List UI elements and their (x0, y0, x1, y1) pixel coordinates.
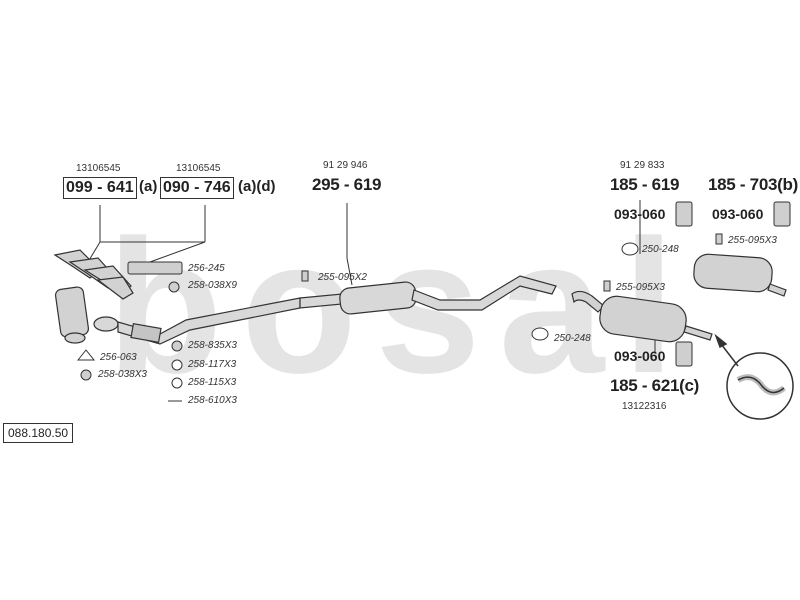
small-part-label[interactable]: 250-248 (554, 333, 591, 344)
diagram-reference: 088.180.50 (3, 423, 74, 443)
oem-number: 13122316 (622, 401, 667, 412)
part-number-box[interactable]: 090 - 746 (160, 177, 234, 199)
part-suffix: (a) (139, 178, 158, 195)
oem-number: 13106545 (176, 163, 221, 174)
part-number-box[interactable]: 099 - 641 (63, 177, 137, 199)
front-pipe (93, 297, 301, 345)
rear-silencer-185-621 (571, 290, 713, 343)
small-part-label[interactable]: 255-095X3 (728, 235, 777, 246)
oem-number: 91 29 946 (323, 160, 368, 171)
part-number[interactable]: 295 - 619 (312, 175, 382, 194)
part-number[interactable]: 185 - 703(b) (708, 175, 798, 194)
part-number[interactable]: 185 - 619 (610, 175, 680, 194)
center-pipe (299, 275, 557, 315)
small-part-label[interactable]: 258-610X3 (188, 395, 237, 406)
small-part-label[interactable]: 258-115X3 (188, 377, 237, 388)
oem-number: 13106545 (76, 163, 121, 174)
small-part-label[interactable]: 256-063 (100, 352, 137, 363)
small-part-label[interactable]: 258-117X3 (188, 359, 237, 370)
oem-number: 91 29 833 (620, 160, 665, 171)
small-part-label[interactable]: 255-095X3 (616, 282, 665, 293)
small-part-label[interactable]: 258-835X3 (188, 340, 237, 351)
part-number[interactable]: 185 - 621(c) (610, 376, 700, 395)
sub-part-number[interactable]: 093-060 (614, 206, 666, 222)
small-part-label[interactable]: 258-038X9 (188, 280, 237, 291)
small-part-label[interactable]: 258-038X3 (98, 369, 147, 380)
sub-part-number[interactable]: 093-060 (614, 348, 666, 364)
small-part-label[interactable]: 256-245 (188, 263, 225, 274)
sub-part-number[interactable]: 093-060 (712, 206, 764, 222)
detail-callout (714, 333, 794, 420)
part-suffix: (a)(d) (238, 178, 276, 195)
small-part-label[interactable]: 255-095X2 (318, 272, 367, 283)
exhaust-manifold (53, 249, 134, 344)
small-part-glyphs (76, 201, 791, 402)
rear-silencer-185-703 (693, 253, 787, 297)
leader-lines (87, 200, 656, 352)
small-part-label[interactable]: 250-248 (642, 244, 679, 255)
